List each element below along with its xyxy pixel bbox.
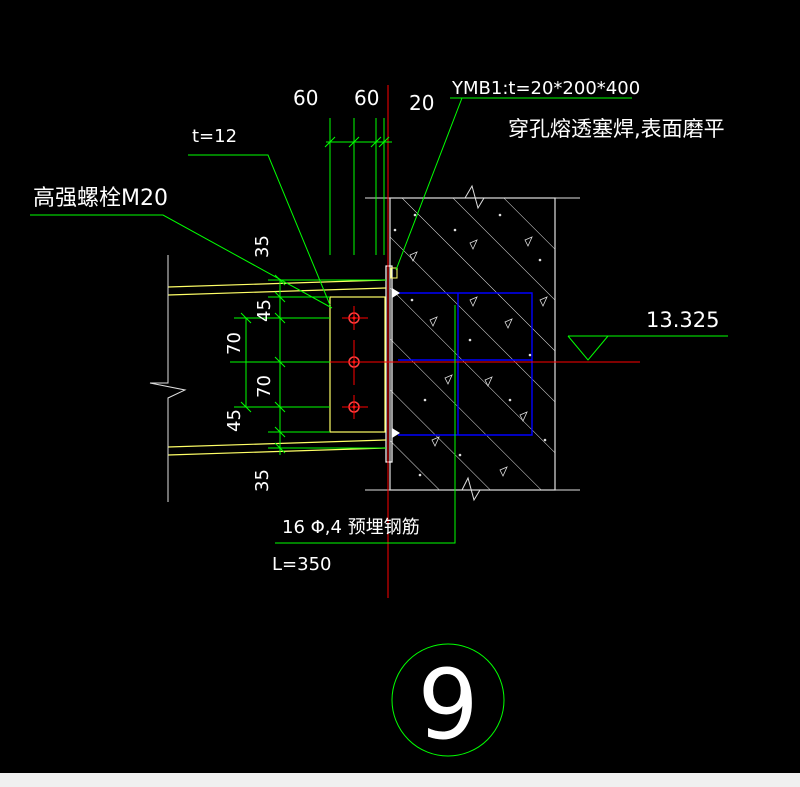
aggregate-dot [413,213,417,217]
steel-beam [167,279,387,456]
dim-left-45-bottom: 45 [224,409,245,432]
aggregate-dot [453,228,457,232]
detail-number-circle [391,643,505,757]
anchor-rebars [398,292,533,436]
plate-thickness-leader [188,154,331,306]
beam-top-flange-lower [167,287,387,296]
embed-plate-leader [395,97,463,271]
dim-left-70-outer: 70 [224,332,245,355]
plug-weld-mark [390,267,398,279]
aggregate-triangle [484,376,493,387]
weld-note-label: 穿孔熔透塞焊,表面磨平 [508,117,725,141]
rebar-outline [398,292,533,436]
aggregate-triangle [524,236,533,247]
aggregate-triangle [429,316,438,327]
dim-top-60-b: 60 [354,86,379,110]
aggregate-triangle [519,411,528,422]
rebar-label: 16 Φ,4 预埋钢筋 [282,517,420,538]
aggregate-dot [468,338,472,342]
aggregate-dot [418,473,422,477]
beam-bottom-flange-lower [167,447,387,456]
wall-top-break-line [365,184,580,210]
bottom-status-bar [0,773,800,787]
dim-left-35-bottom: 35 [252,469,273,492]
dim-left-70-inner: 70 [254,375,275,398]
aggregate-dot [393,228,397,232]
beam-bottom-flange-upper [167,439,387,448]
concrete-aggregate-marks [393,213,548,477]
rebar-length-label: L=350 [272,554,331,575]
dimension-lines [30,97,728,757]
aggregate-triangle [504,318,513,329]
wall-bottom-break-line [365,476,580,502]
aggregate-dot [423,398,427,402]
aggregate-triangle [409,251,418,262]
embedded-plate [385,265,400,463]
dim-left-35-top: 35 [252,235,273,258]
aggregate-dot [538,258,542,262]
dim-left-45-top: 45 [254,299,275,322]
dim-top-20: 20 [409,91,434,115]
concrete-wall [365,184,580,502]
aggregate-dot [508,398,512,402]
bolt-label: 高强螺栓M20 [33,186,168,211]
dim-top-60-a: 60 [293,86,318,110]
elevation-triangle [567,335,609,361]
aggregate-triangle [499,466,508,477]
rebar-leader [275,305,456,544]
weld-symbol-bottom [392,428,400,438]
embed-plate-label: YMB1:t=20*200*400 [451,78,640,99]
annotations: 60 60 20 35 45 70 70 45 35 YMB1:t=20*200… [33,78,725,761]
bolt-leader [30,214,333,309]
aggregate-dot [528,353,532,357]
aggregate-dot [498,213,502,217]
aggregate-dot [543,438,547,442]
beam-top-flange-upper [167,279,387,288]
aggregate-triangle [469,239,478,250]
beam-break-line [149,255,187,502]
aggregate-triangle [539,296,548,307]
elevation-label: 13.325 [646,308,719,332]
embed-plate-outline [385,265,393,463]
detail-number: 9 [417,649,478,761]
aggregate-dot [458,453,462,457]
weld-symbol-top [392,288,400,298]
plate-thickness-label: t=12 [192,126,237,147]
aggregate-dot [410,298,414,302]
aggregate-triangle [431,436,440,447]
wall-outline [389,197,556,491]
aggregate-triangle [469,296,478,307]
aggregate-triangle [444,374,453,385]
concrete-hatch [390,198,555,490]
shear-plate [329,296,386,433]
